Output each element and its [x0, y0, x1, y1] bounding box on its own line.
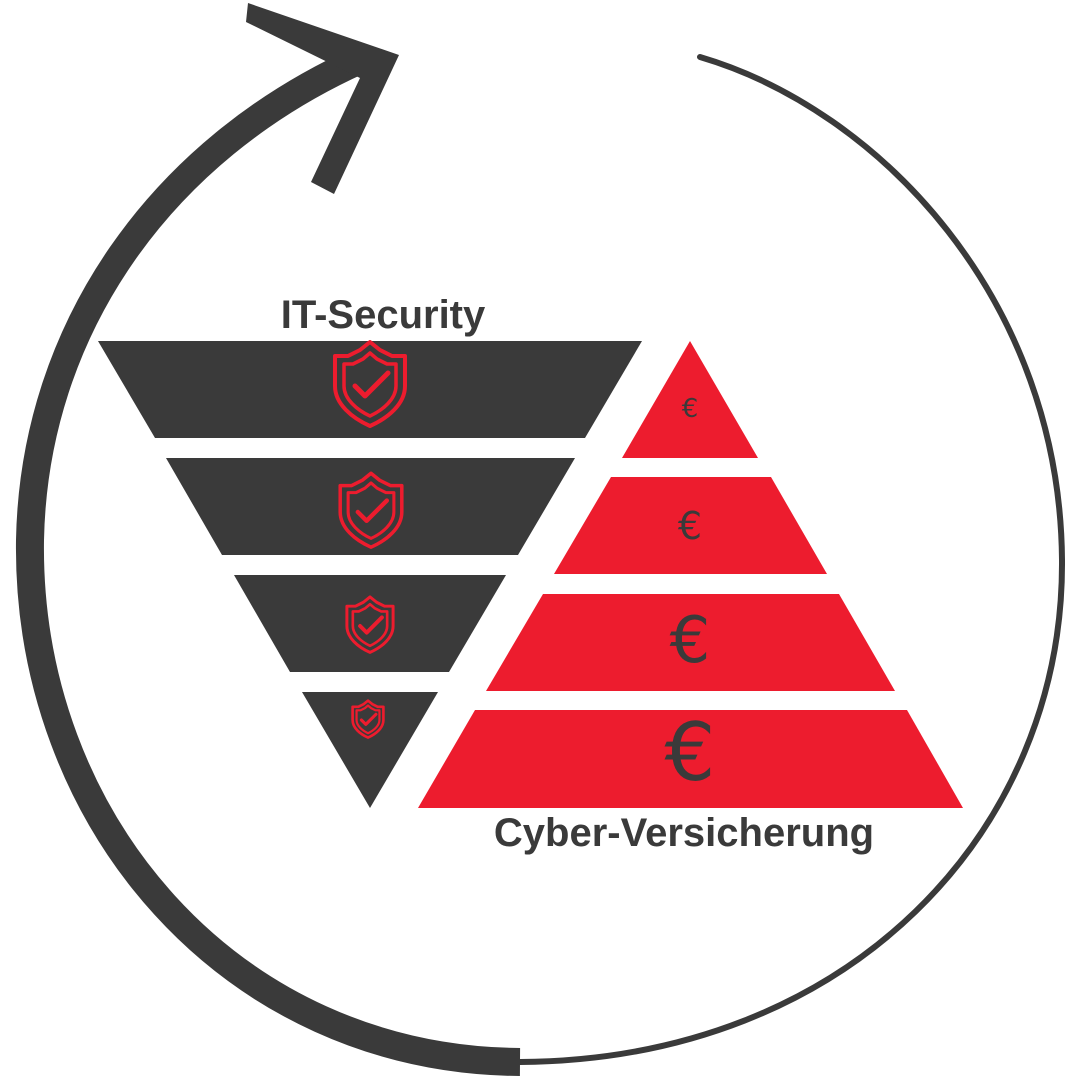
security-layer-4 [302, 692, 438, 808]
euro-icon: € [678, 504, 702, 548]
it-security-label: IT-Security [281, 293, 486, 337]
euro-icon: € [682, 394, 699, 424]
shield-check-icon [351, 699, 385, 739]
insurance-layer-1 [622, 341, 758, 458]
insurance-pyramid: € € € € [418, 341, 963, 808]
shield-check-icon [338, 471, 404, 549]
shield-check-icon [345, 595, 395, 654]
insurance-layer-2 [554, 477, 827, 574]
cyber-insurance-label: Cyber-Versicherung [494, 811, 874, 855]
euro-icon: € [670, 604, 711, 678]
arrow-head-icon [246, 3, 399, 194]
euro-icon: € [665, 706, 716, 799]
shield-check-icon [333, 340, 407, 428]
cycle-arc-thick [15, 47, 521, 1076]
insurance-layer-4 [418, 710, 963, 808]
insurance-layer-3 [486, 594, 895, 691]
security-layer-3 [234, 575, 506, 672]
security-pyramid [98, 340, 642, 808]
cycle-arrow [15, 3, 1066, 1076]
security-layer-2 [166, 458, 575, 555]
cycle-arc-thin [517, 54, 1066, 1065]
